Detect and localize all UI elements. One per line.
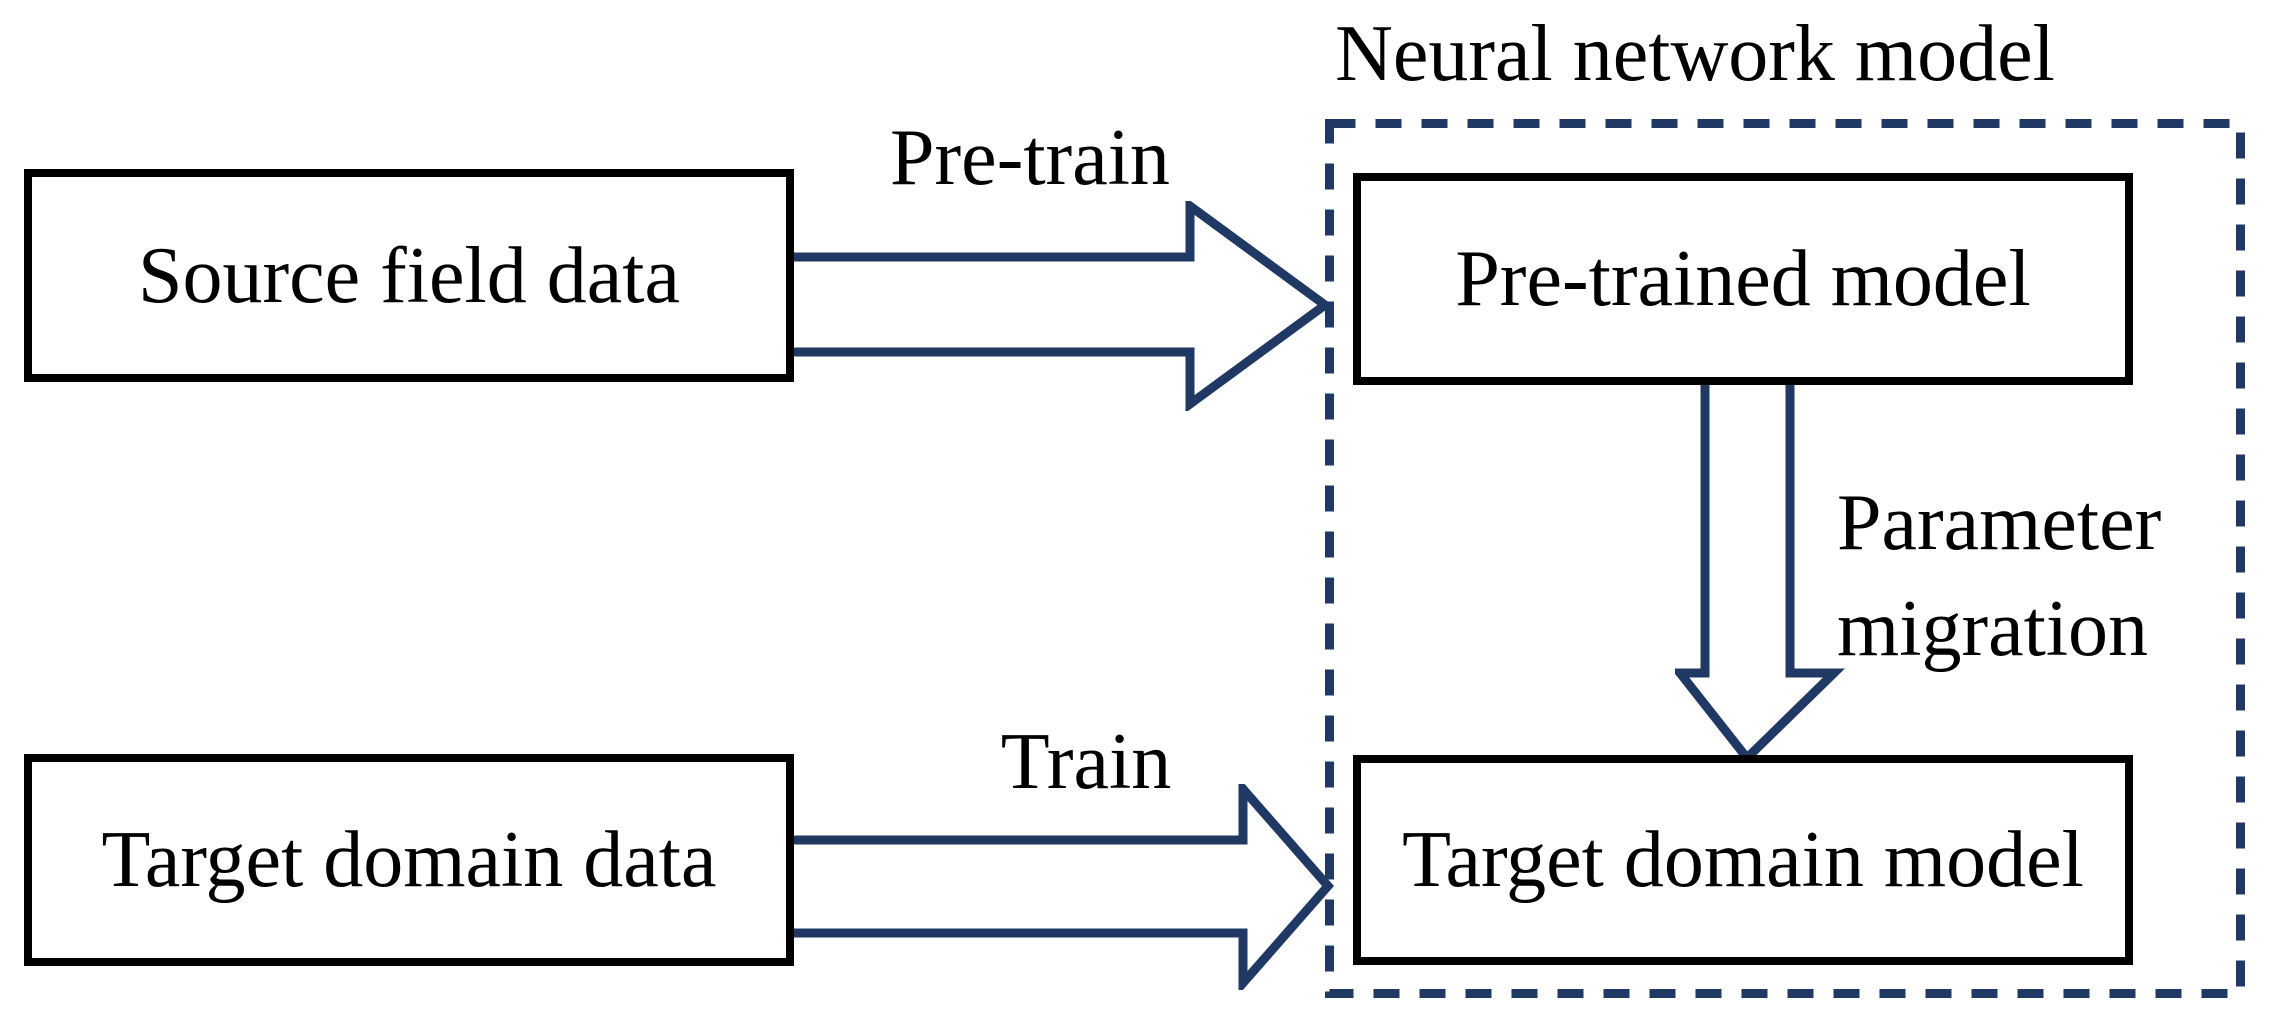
node-target-domain-model: Target domain model <box>1353 755 2133 965</box>
parameter-migration-arrow-shape <box>1675 372 1845 765</box>
group-title-neural-network-model: Neural network model <box>1335 10 2055 98</box>
pre-train-arrow <box>781 201 1333 411</box>
node-label-target-domain-data: Target domain data <box>101 816 717 904</box>
edge-label-train: Train <box>1000 718 1172 806</box>
node-pre-trained-model: Pre-trained model <box>1353 173 2133 385</box>
node-source-field-data: Source field data <box>24 169 794 382</box>
edge-label-parameter-migration: Parameter migration <box>1837 479 2162 673</box>
train-arrow-shape <box>781 784 1334 990</box>
node-label-source-field-data: Source field data <box>138 231 680 320</box>
edge-label-pre-train: Pre-train <box>890 114 1170 202</box>
pre-train-arrow-shape <box>781 201 1333 411</box>
parameter-migration-arrow <box>1675 372 1845 765</box>
node-target-domain-data: Target domain data <box>24 754 794 966</box>
train-arrow <box>781 784 1334 990</box>
node-label-target-domain-model: Target domain model <box>1402 816 2084 904</box>
node-label-pre-trained-model: Pre-trained model <box>1455 235 2031 323</box>
dashed-boundary-rect <box>1325 119 2245 998</box>
neural-network-group-boundary <box>1325 119 2245 998</box>
